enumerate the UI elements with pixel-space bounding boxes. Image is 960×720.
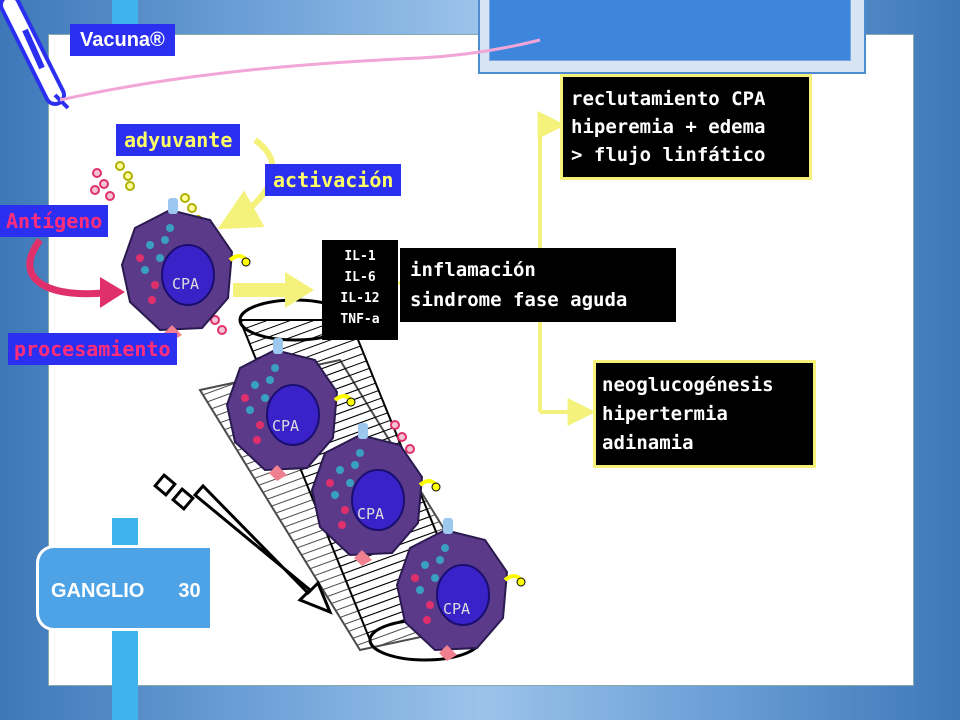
- ganglio-tab: GANGLIO 30: [36, 545, 210, 631]
- ganglio-label: GANGLIO: [51, 580, 145, 602]
- antigeno-label: Antígeno: [0, 205, 109, 237]
- flow-arrow-icon: [153, 473, 333, 615]
- effect-box-bottom: neoglucogénesis hipertermia adinamia: [593, 360, 816, 468]
- activacion-label: activación: [265, 164, 402, 196]
- effect-neoglucogenesis: neoglucogénesis: [602, 374, 774, 396]
- cytokine-il1: IL-1: [344, 249, 376, 264]
- adyuvante-label: adyuvante: [116, 124, 241, 156]
- effect-sindrome: sindrome fase aguda: [410, 289, 628, 311]
- ganglio-suffix: 30: [178, 580, 201, 602]
- cytokine-il12: IL-12: [340, 291, 380, 306]
- syringe-icon: [0, 0, 70, 110]
- effect-flujo: > flujo linfático: [571, 144, 766, 166]
- effect-hipertermia: hipertermia: [602, 403, 728, 425]
- cpa-label-1: CPA: [172, 275, 200, 293]
- title-box: [489, 0, 851, 61]
- procesamiento-label: procesamiento: [8, 333, 177, 365]
- cpa-label-3: CPA: [357, 505, 385, 523]
- effect-inflamacion: inflamación: [410, 259, 536, 281]
- cpa-label-4: CPA: [443, 600, 471, 618]
- vacuna-label: Vacuna®: [70, 24, 175, 56]
- effect-hiperemia: hiperemia + edema: [571, 116, 766, 138]
- cytokine-il6: IL-6: [344, 270, 376, 285]
- effect-box-middle: inflamación sindrome fase aguda: [400, 248, 676, 322]
- effect-box-top: reclutamiento CPA hiperemia + edema > fl…: [560, 74, 812, 180]
- cytokine-tnf: TNF-a: [340, 312, 380, 327]
- cytokines-box: IL-1 IL-6 IL-12 TNF-a: [322, 240, 398, 340]
- cpa-label-2: CPA: [272, 417, 300, 435]
- effect-adinamia: adinamia: [602, 432, 694, 454]
- effect-reclutamiento: reclutamiento CPA: [571, 88, 766, 110]
